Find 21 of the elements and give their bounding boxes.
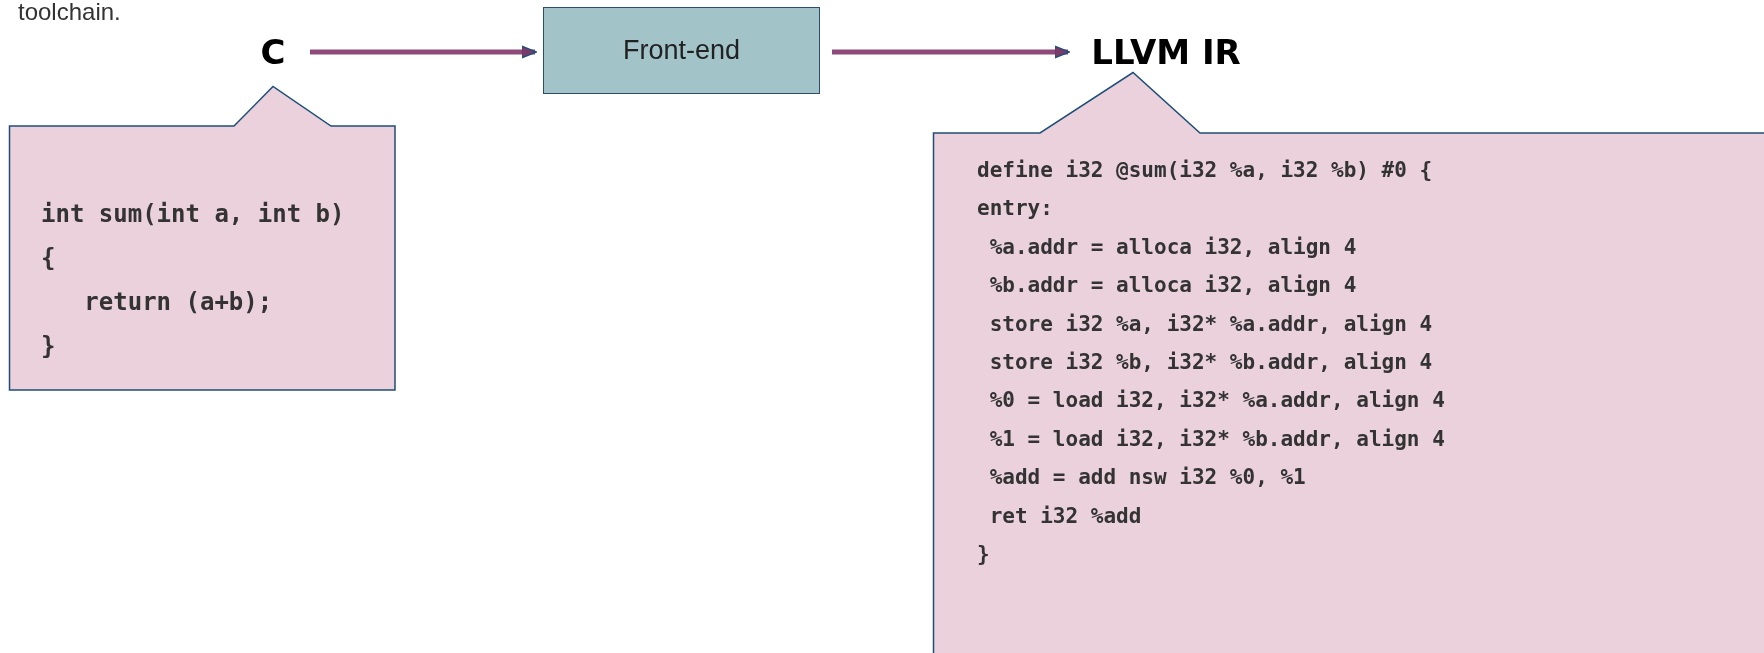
code-line: %a.addr = alloca i32, align 4: [988, 236, 1357, 258]
code-line: %b.addr = alloca i32, align 4: [988, 275, 1357, 297]
process-box: Front-end: [543, 7, 820, 94]
code-line: define i32 @sum(i32 %a, i32 %b) #0 {: [977, 160, 1433, 181]
stage-label: LLVM IR: [1076, 28, 1256, 76]
code-line: %add = add nsw i32 %0, %1: [988, 467, 1306, 489]
code-line: store i32 %a, i32* %a.addr, align 4: [988, 313, 1433, 335]
code-line: entry:: [977, 198, 1053, 220]
code-line: return (a+b);: [83, 290, 273, 314]
arrow: [832, 45, 1071, 59]
code-line: {: [41, 246, 56, 270]
stage-label: C: [248, 28, 298, 76]
code-line: }: [977, 544, 990, 565]
note-text: toolchain.: [18, 0, 121, 26]
code-line: ret i32 %add: [988, 505, 1142, 527]
code-line: %1 = load i32, i32* %b.addr, align 4: [988, 428, 1445, 450]
code-line: int sum(int a, int b): [41, 202, 345, 226]
code-line: }: [41, 334, 56, 358]
code-line: store i32 %b, i32* %b.addr, align 4: [988, 352, 1433, 373]
arrow: [310, 45, 538, 59]
code-line: %0 = load i32, i32* %a.addr, align 4: [988, 390, 1445, 412]
